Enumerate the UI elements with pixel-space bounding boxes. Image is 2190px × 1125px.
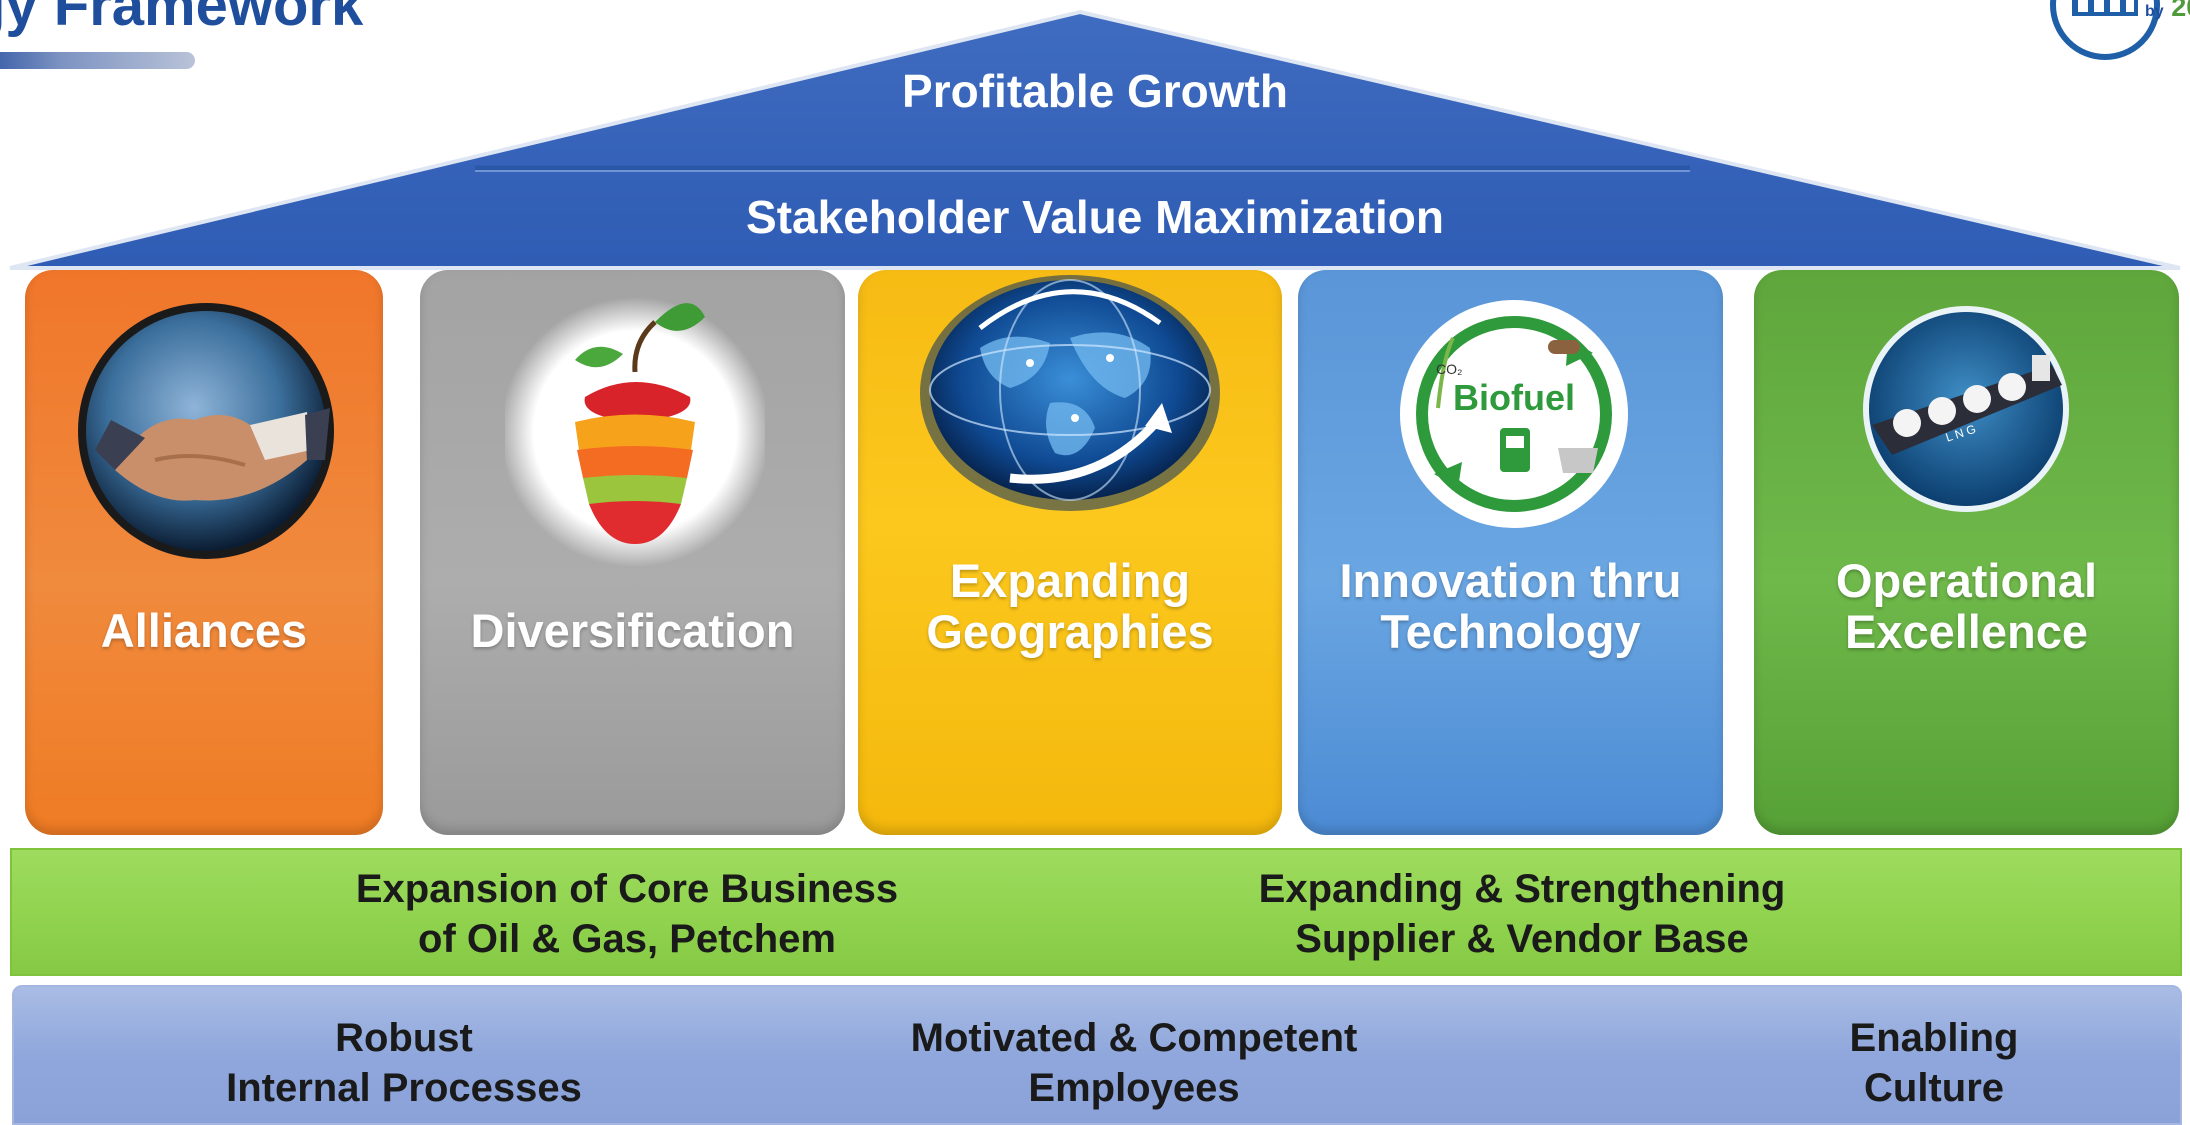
foundation-green-band: Expansion of Core Business of Oil & Gas,…	[10, 848, 2182, 976]
supplier-base-text: Expanding & Strengthening Supplier & Ven…	[1152, 864, 1892, 964]
pillar-label: Operational Excellence	[1754, 555, 2179, 657]
pillar-label: Expanding Geographies	[858, 555, 1282, 657]
roof-bottom-label: Stakeholder Value Maximization	[746, 191, 1444, 243]
pillar-label-line: Diversification	[470, 604, 795, 657]
title-underline	[0, 52, 195, 69]
pillar-label-line: Expanding	[949, 554, 1191, 607]
pillar-label-line: Technology	[1380, 605, 1641, 658]
band-text-line: Internal Processes	[226, 1066, 582, 1110]
pillar-label-line: Innovation thru	[1339, 554, 1682, 607]
pillar-label: Diversification	[420, 605, 845, 656]
logo-tagline: by 203	[2145, 0, 2190, 23]
internal-processes-text: Robust Internal Processes	[164, 1013, 644, 1113]
band-text-line: of Oil & Gas, Petchem	[418, 917, 836, 961]
company-logo-icon	[2050, 0, 2160, 60]
pillar-operational-excellence: L N G Operational Excellence	[1754, 270, 2179, 835]
slide-title: gy Framework	[0, 0, 364, 38]
roof-top-label: Profitable Growth	[902, 65, 1288, 117]
band-text-line: Motivated & Competent	[910, 1016, 1358, 1060]
pillar-label: Innovation thru Technology	[1298, 555, 1723, 657]
foundation-blue-band: Robust Internal Processes Motivated & Co…	[12, 985, 2182, 1125]
band-text-line: Expansion of Core Business	[355, 867, 899, 911]
pillar-label-line: Geographies	[926, 605, 1214, 658]
pillar-innovation-technology: Biofuel CO₂ Innovation thru Technology	[1298, 270, 1723, 835]
globe-network-icon	[920, 275, 1220, 511]
pillar-diversification: Diversification	[420, 270, 845, 835]
co2-icon-text: CO₂	[1436, 361, 1462, 377]
biofuel-icon: Biofuel CO₂	[1400, 300, 1628, 528]
core-business-text: Expansion of Core Business of Oil & Gas,…	[242, 864, 1012, 964]
band-text-line: Expanding & Strengthening	[1258, 867, 1786, 911]
biofuel-icon-text: Biofuel	[1453, 377, 1575, 418]
pillar-expanding-geographies: Expanding Geographies	[858, 270, 1282, 835]
band-text-line: Culture	[1864, 1066, 2004, 1110]
roof-triangle	[9, 9, 2181, 270]
band-text-line: Supplier & Vendor Base	[1295, 917, 1749, 961]
pillar-label-line: Alliances	[100, 604, 308, 657]
pillar-label-line: Excellence	[1844, 605, 2088, 658]
logo-tagline-prefix: by	[2145, 3, 2164, 20]
pillar-label-line: Operational	[1835, 554, 2098, 607]
sliced-apple-icon	[505, 297, 765, 567]
band-text-line: Enabling	[1849, 1016, 2019, 1060]
lng-ship-icon: L N G	[1863, 306, 2069, 512]
handshake-globe-icon	[78, 303, 334, 559]
band-text-line: Robust	[335, 1016, 473, 1060]
band-text-line: Employees	[1028, 1066, 1240, 1110]
pillar-label: Alliances	[25, 605, 383, 656]
logo-tagline-year: 203	[2171, 0, 2190, 22]
culture-text: Enabling Culture	[1694, 1013, 2174, 1113]
pillar-alliances: Alliances	[25, 270, 383, 835]
employees-text: Motivated & Competent Employees	[854, 1013, 1414, 1113]
